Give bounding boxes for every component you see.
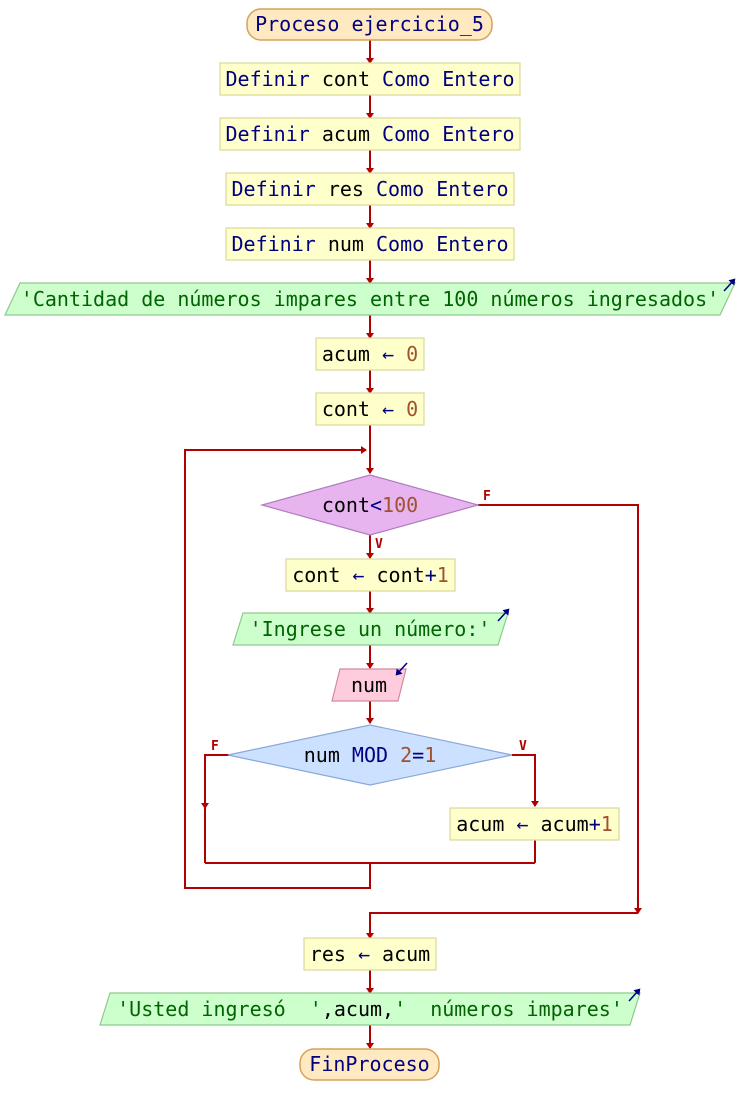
assign-cont: cont ← 0 [315,392,425,426]
svg-text:cont ← cont+1: cont ← cont+1 [292,563,449,587]
increment-cont: cont ← cont+1 [285,558,456,592]
loop-false-label: F [483,489,491,504]
svg-text:Definir acum Como Entero: Definir acum Como Entero [225,122,514,146]
svg-text:Proceso ejercicio_5: Proceso ejercicio_5 [255,12,484,36]
definition-2: Definir acum Como Entero [219,117,521,151]
output-arrow-icon [723,278,736,292]
svg-text:'Usted ingresó ',acum,' núme: 'Usted ingresó ',acum,' números impares' [117,997,623,1021]
definition-4: Definir num Como Entero [225,227,515,261]
loop-true-label: V [375,537,383,552]
svg-text:acum ← 0: acum ← 0 [322,342,418,366]
read-input: num [331,662,408,702]
assign-acum: acum ← 0 [315,337,425,371]
connectors [184,40,642,1049]
svg-text:Definir cont Como Entero: Definir cont Como Entero [225,67,514,91]
definition-3: Definir res Como Entero [225,172,515,206]
if-condition: num MOD 2=1 [227,724,513,786]
svg-text:Definir num Como Entero: Definir num Como Entero [232,232,509,256]
end-terminal: FinProceso [299,1048,440,1081]
output-title: 'Cantidad de números impares entre 100 n… [4,278,736,316]
output-title-text: 'Cantidad de números impares entre 100 n… [21,287,719,311]
svg-text:cont<100: cont<100 [322,493,418,517]
read-variable: num [351,673,387,697]
loop-condition: cont<100 [259,474,481,536]
prompt-text: 'Ingrese un número:' [250,617,491,641]
svg-text:acum ← acum+1: acum ← acum+1 [456,812,613,836]
if-false-label: F [211,739,219,754]
svg-text:res ← acum: res ← acum [310,942,430,966]
definition-1: Definir cont Como Entero [219,62,521,96]
end-keyword: FinProceso [309,1052,429,1076]
input-arrow-icon [395,662,408,676]
accumulate-acum: acum ← acum+1 [449,807,620,841]
svg-text:Definir res Como Entero: Definir res Como Entero [232,177,509,201]
start-terminal: Proceso ejercicio_5 [246,8,493,41]
output-arrow-icon [628,988,641,1002]
svg-text:num MOD 2=1: num MOD 2=1 [304,743,436,767]
if-true-label: V [519,739,527,754]
start-keyword: Proceso [255,12,339,36]
final-output: 'Usted ingresó ',acum,' números impares' [99,988,641,1026]
svg-text:cont ← 0: cont ← 0 [322,397,418,421]
assign-res: res ← acum [303,937,437,971]
prompt-output: 'Ingrese un número:' [232,608,510,646]
process-name: ejercicio_5 [351,12,483,36]
output-arrow-icon [497,608,510,622]
